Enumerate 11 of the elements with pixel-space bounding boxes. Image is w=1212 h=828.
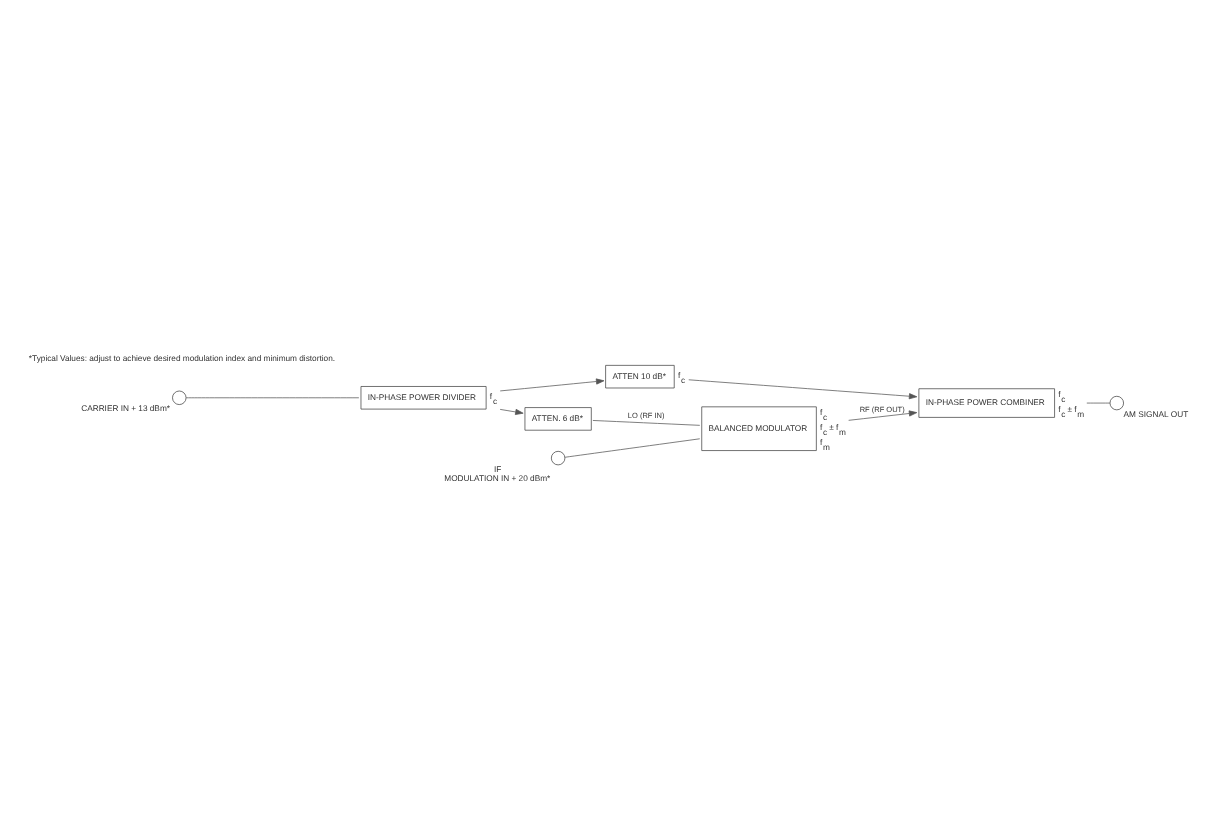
arrow — [688, 379, 918, 400]
node-circle — [1109, 395, 1124, 411]
connector — [592, 420, 701, 426]
arrow — [848, 410, 918, 421]
connector — [564, 438, 701, 458]
arrow — [499, 409, 524, 415]
node-circle — [550, 450, 566, 466]
connector — [1086, 402, 1111, 404]
node-circle — [172, 390, 187, 405]
arrow — [499, 378, 605, 392]
connector — [185, 397, 360, 399]
